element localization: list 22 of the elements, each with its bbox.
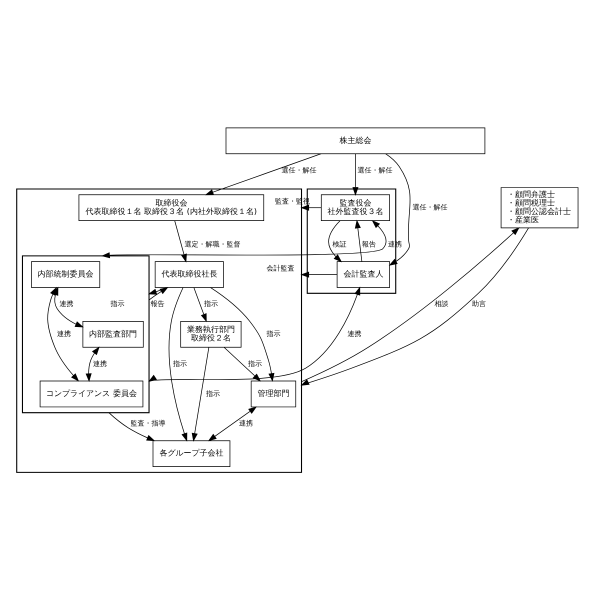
edge-label: 選任・解任	[412, 202, 448, 212]
edge-label: 選任・解任	[358, 164, 393, 174]
edge-label: 指示	[266, 328, 280, 338]
edge-label: 選定・解職・監督	[184, 239, 241, 248]
edge-label: 連携	[239, 418, 254, 428]
edge-label: 報告	[362, 239, 376, 248]
edge-label: 指示	[206, 388, 220, 398]
edge-label: 会計監査	[266, 262, 294, 272]
edge-label: 連携	[57, 328, 72, 338]
edge-label: 相談	[434, 298, 449, 308]
edge-label: 連携	[348, 328, 362, 338]
edge-label: 助言	[472, 298, 486, 308]
edge-label: 連携	[59, 298, 74, 308]
edge-label: 指示	[248, 358, 262, 368]
edge-label: 指示	[204, 298, 218, 308]
edge-label: 指示	[110, 298, 124, 308]
edge-label: 選任・解任	[281, 164, 316, 174]
edge-label: 連携	[93, 358, 108, 368]
edge-label: 検証	[332, 239, 347, 248]
edge-label: 報告	[150, 298, 165, 308]
edge-label: 指示	[172, 358, 187, 368]
edge-label: 監査・指導	[130, 418, 166, 428]
